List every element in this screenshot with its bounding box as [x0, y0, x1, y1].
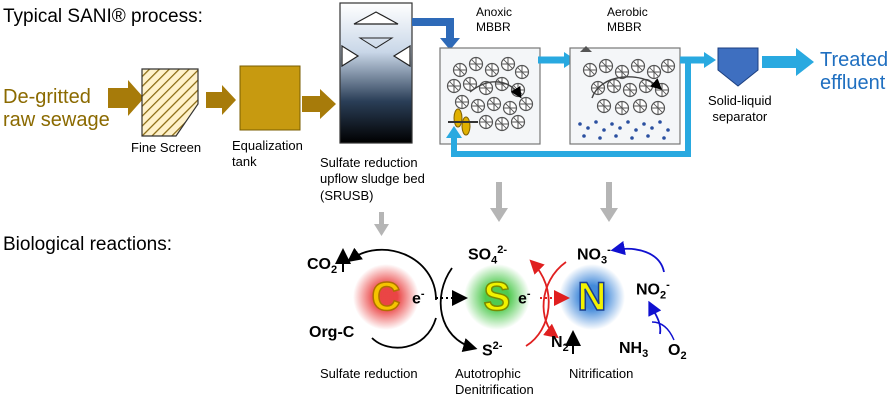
- orgc-arc: [371, 317, 437, 349]
- n-letter: N: [577, 274, 607, 320]
- n2-label: N2: [551, 334, 569, 355]
- so4-to-s2-arc: [439, 267, 478, 353]
- process-title: Typical SANI® process:: [3, 6, 203, 27]
- so4-label: SO42-: [468, 244, 508, 267]
- s-glow: [464, 264, 530, 330]
- fine-screen: [141, 68, 199, 137]
- c-letter: C: [371, 274, 401, 320]
- effluent-arrow: [762, 48, 814, 76]
- o2-to-nh3-blue: [651, 321, 675, 341]
- sulfate-reduction-label: Sulfate reduction: [320, 366, 418, 381]
- electron-label-right: e-: [518, 288, 531, 308]
- org-c-label: Org-C: [309, 324, 355, 341]
- srusb-reactor: [339, 2, 413, 144]
- c-glow: [353, 264, 419, 330]
- inlet-arrow: [108, 80, 144, 116]
- srusb-to-anoxic-pipe: [412, 18, 454, 40]
- screen-to-tank-arrow: [206, 85, 236, 115]
- o2-label: O2: [668, 342, 687, 363]
- equalization-tank: [239, 65, 301, 131]
- nitrification-label: Nitrification: [569, 366, 634, 381]
- tank-to-srusb-arrow: [302, 89, 336, 119]
- co2-arc: [347, 247, 437, 301]
- electron-label-left: e-: [412, 288, 425, 308]
- no2-label: NO2-: [636, 279, 670, 302]
- recycle-pipe: [451, 60, 691, 157]
- aerobic-mbbr-tank: [569, 46, 681, 145]
- nh3-label: NH3: [619, 340, 649, 361]
- no2-to-no3-blue-arc: [610, 240, 665, 273]
- solid-liquid-separator: [717, 47, 759, 87]
- s-letter: S: [483, 274, 511, 320]
- co2-label: CO2: [307, 256, 338, 277]
- no3-label: NO3-: [577, 244, 611, 267]
- no3-to-n2-red-arc: [542, 261, 567, 339]
- nh3-to-no2-blue-arc: [648, 300, 662, 335]
- n-glow: [559, 264, 625, 330]
- s-to-so4-red-arc: [525, 259, 550, 347]
- s2-label: S2-: [482, 340, 503, 360]
- reactions-title: Biological reactions:: [3, 234, 172, 255]
- anoxic-mbbr-tank: [439, 47, 541, 145]
- fine-screen-label: Fine Screen: [131, 140, 202, 155]
- grey-down-arrows: [374, 182, 618, 236]
